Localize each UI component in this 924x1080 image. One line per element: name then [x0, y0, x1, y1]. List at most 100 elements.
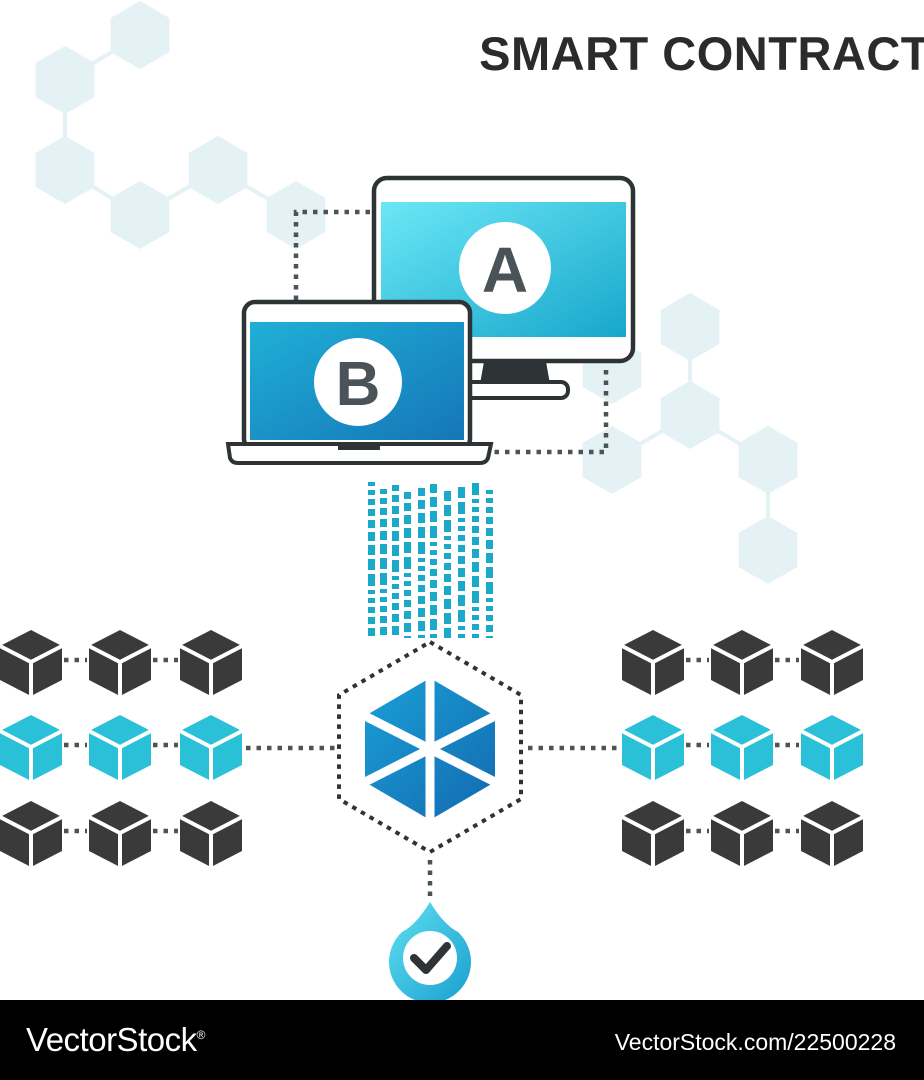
- data-stream-bit: [472, 549, 479, 558]
- data-stream-bit: [486, 567, 493, 578]
- data-stream-bit: [368, 545, 375, 555]
- block-cube-icon: [179, 630, 243, 696]
- data-stream-bit: [418, 585, 425, 592]
- block-cube-icon: [0, 630, 63, 696]
- blockchain-core-icon: [337, 639, 523, 855]
- data-stream-bit: [368, 598, 375, 603]
- background-hexagon: [35, 136, 95, 204]
- data-stream-bit: [368, 607, 375, 613]
- data-stream-bit: [392, 614, 399, 622]
- data-stream-bit: [472, 499, 479, 503]
- block-cube-icon: [800, 715, 864, 781]
- data-stream-bit: [380, 544, 387, 554]
- background-hexagon: [582, 426, 642, 494]
- data-stream-bit: [486, 517, 493, 524]
- data-stream-bit: [458, 535, 465, 541]
- data-stream-bit: [368, 532, 375, 541]
- data-stream-bit: [418, 527, 425, 538]
- data-stream-bit: [458, 545, 465, 552]
- block-cube-icon: [800, 630, 864, 696]
- data-stream-bit: [404, 492, 411, 499]
- data-stream-bit: [458, 518, 465, 522]
- block-cube-icon: [621, 715, 685, 781]
- data-stream-bit: [458, 502, 465, 514]
- data-stream-bit: [418, 596, 425, 604]
- page-title: SMART CONTRACT: [479, 27, 924, 80]
- data-stream-bit: [472, 562, 479, 572]
- data-stream-bit: [444, 553, 451, 559]
- block-cube-icon: [800, 801, 864, 867]
- background-hexagon: [738, 516, 798, 584]
- data-stream-bit: [444, 520, 451, 532]
- data-stream-bit: [486, 625, 493, 632]
- data-stream-bit: [472, 537, 479, 545]
- block-cube-icon: [0, 715, 63, 781]
- data-stream-bit: [380, 573, 387, 585]
- footer-brand: VectorStock®: [26, 1021, 205, 1059]
- data-stream-bit: [380, 589, 387, 593]
- data-stream-bit: [430, 569, 437, 576]
- data-stream-bit: [458, 610, 465, 622]
- data-stream-bit: [404, 600, 411, 607]
- block-grid: [0, 630, 864, 867]
- data-stream-bit: [404, 557, 411, 569]
- data-stream-bit: [458, 581, 465, 591]
- background-hexagon: [110, 181, 170, 249]
- block-cube-icon: [88, 630, 152, 696]
- data-stream-bit: [486, 490, 493, 494]
- background-hexagon: [188, 136, 248, 204]
- data-stream-bit: [404, 503, 411, 511]
- data-stream-bit: [430, 619, 437, 630]
- data-stream-bit: [380, 616, 387, 623]
- data-stream-bit: [430, 484, 437, 493]
- data-stream-bit: [430, 550, 437, 555]
- data-stream-bit: [380, 508, 387, 515]
- data-stream-bit: [404, 611, 411, 619]
- data-stream-bit: [444, 563, 451, 570]
- data-stream-bit: [472, 483, 479, 495]
- block-cube-icon: [621, 630, 685, 696]
- computer-a-label: A: [482, 234, 528, 306]
- data-stream-bit: [486, 636, 493, 638]
- data-stream-bit: [380, 531, 387, 540]
- data-stream-bit: [392, 603, 399, 610]
- data-stream-bit: [392, 584, 399, 589]
- data-stream-bit: [486, 598, 493, 602]
- background-hexagon: [35, 46, 95, 114]
- data-stream-bit: [392, 531, 399, 541]
- data-stream-bit: [472, 634, 479, 638]
- data-stream-bit: [418, 513, 425, 523]
- data-stream-bit: [486, 498, 493, 503]
- smart-contract-illustration: A B: [0, 1, 864, 1000]
- data-stream-bit: [392, 518, 399, 527]
- data-stream-bit: [404, 573, 411, 577]
- data-stream-bit: [368, 499, 375, 505]
- data-stream-bit: [458, 487, 465, 498]
- data-stream-bit: [418, 488, 425, 496]
- block-cube-icon: [179, 801, 243, 867]
- data-stream-bit: [404, 636, 411, 638]
- data-stream-bit: [430, 542, 437, 546]
- data-stream-bit: [380, 606, 387, 612]
- data-stream-bit: [444, 599, 451, 609]
- checkmark-icon: [389, 902, 471, 1000]
- footer-brand-name: VectorStock: [26, 1021, 197, 1058]
- data-stream-bit: [430, 526, 437, 538]
- data-stream-bit: [472, 624, 479, 630]
- data-stream-bit: [392, 593, 399, 599]
- data-stream-bit: [458, 556, 465, 564]
- data-stream-bit: [418, 608, 425, 617]
- data-stream-bit: [472, 591, 479, 603]
- data-stream-bit: [444, 628, 451, 638]
- data-stream-bit: [430, 580, 437, 588]
- data-stream-bit: [444, 491, 451, 501]
- data-stream-bit: [368, 559, 375, 570]
- block-cube-icon: [179, 715, 243, 781]
- data-stream-bit: [458, 595, 465, 606]
- background-hexagon: [738, 426, 798, 494]
- data-stream-bit: [486, 528, 493, 536]
- data-stream-bit: [486, 615, 493, 621]
- data-stream-bit: [430, 634, 437, 638]
- block-cube-icon: [0, 801, 63, 867]
- data-stream-bit: [368, 574, 375, 586]
